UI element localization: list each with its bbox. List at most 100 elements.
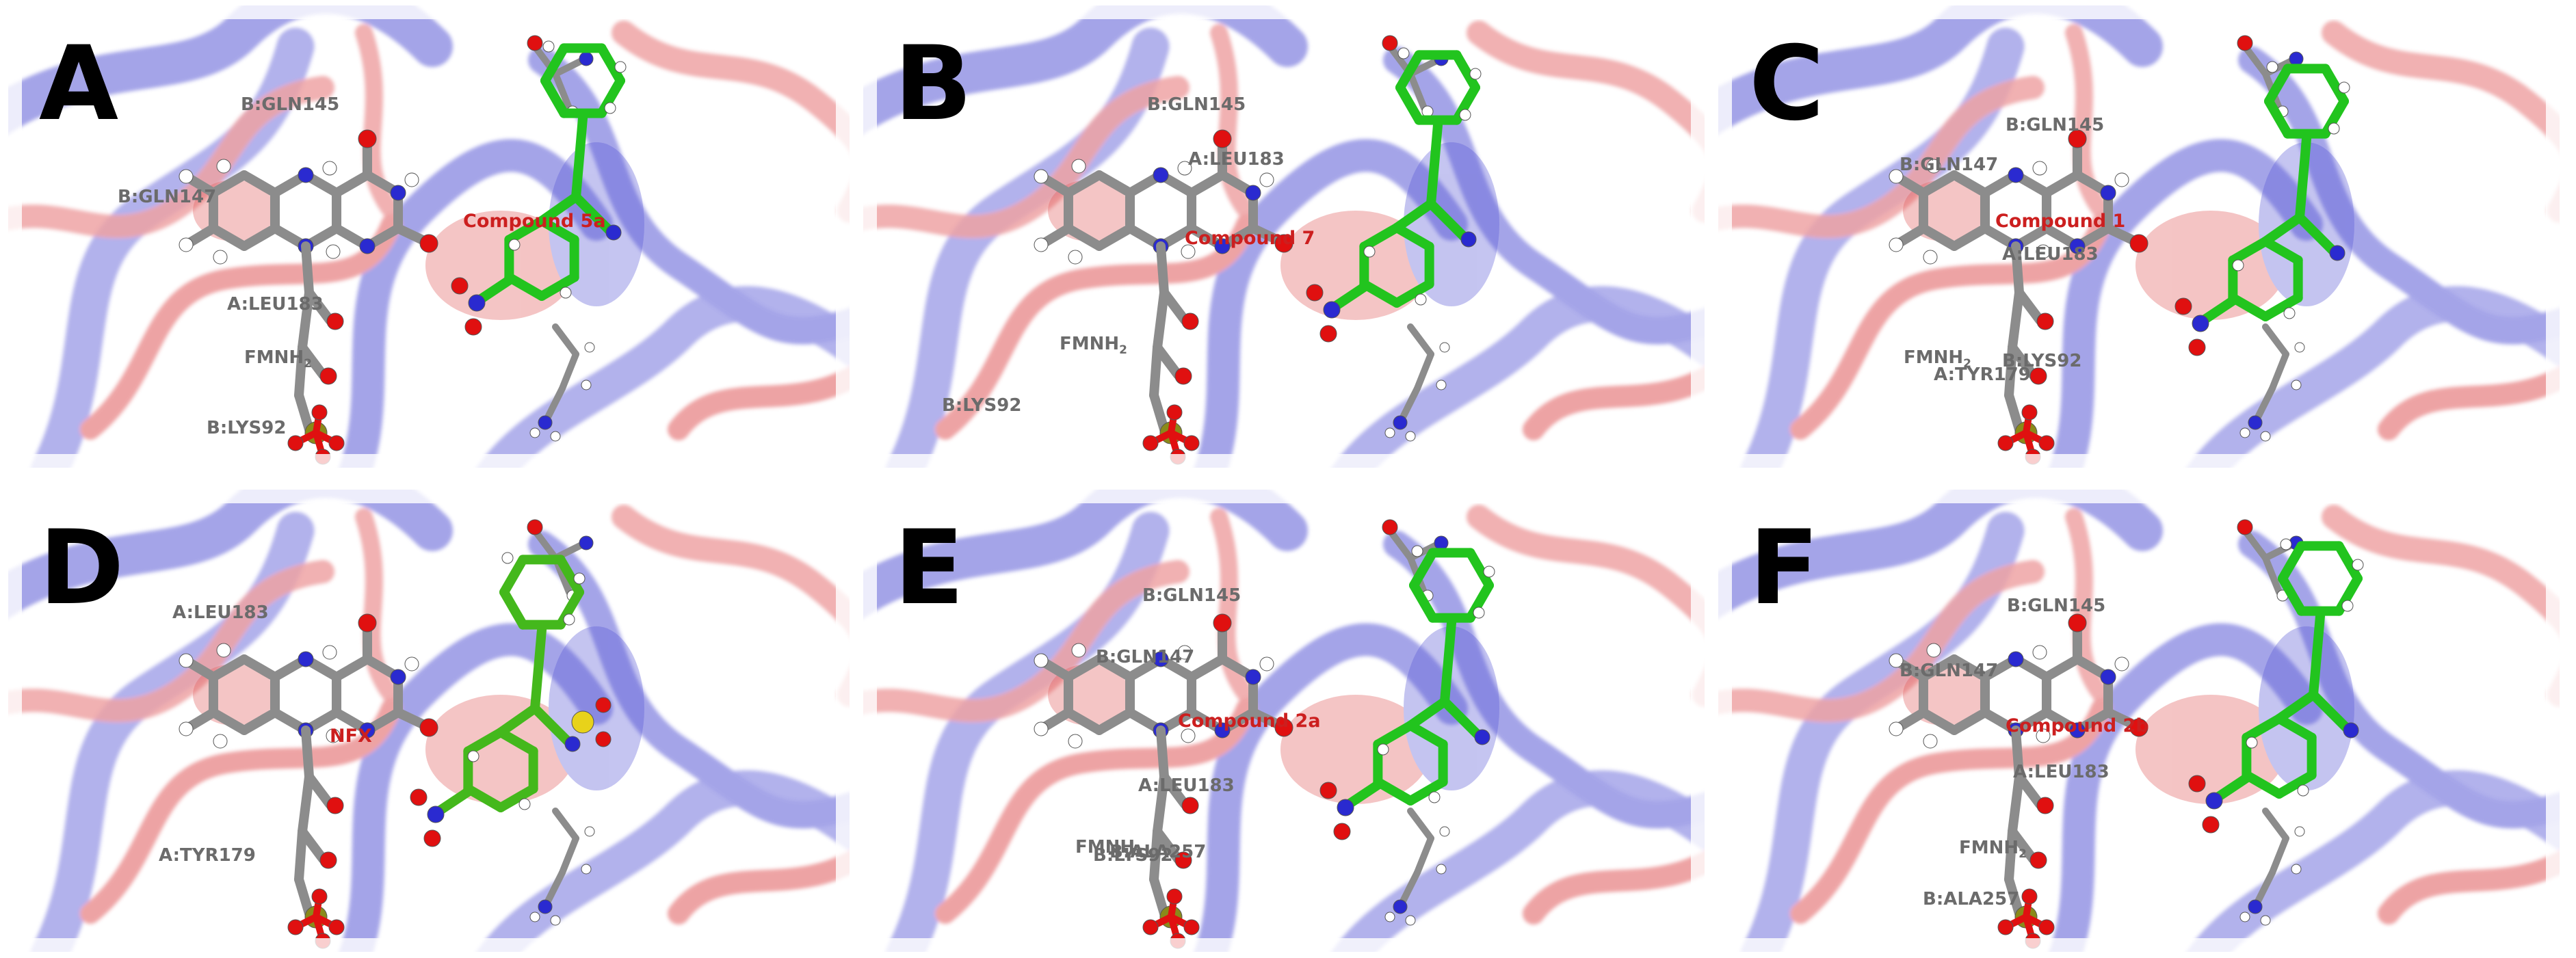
bond [2004, 875, 2024, 918]
bond [1186, 170, 1227, 198]
atom [216, 643, 231, 658]
atom [2283, 307, 2296, 319]
atom [1474, 729, 1490, 745]
residue-label: B:GLN147 [1900, 155, 1999, 175]
bond [294, 390, 314, 434]
atom [1923, 734, 1938, 749]
bond [1949, 708, 1990, 735]
bond [1407, 808, 1434, 842]
atom [2174, 297, 2192, 315]
atom [1393, 899, 1408, 914]
atom [326, 312, 344, 330]
atom [2021, 404, 2038, 421]
pocket-blob [1280, 695, 1431, 804]
bond [1426, 120, 1443, 209]
ribbon [339, 139, 613, 468]
atom [1459, 109, 1471, 121]
bond [331, 654, 372, 682]
atom [1889, 653, 1904, 668]
atom [2232, 259, 2244, 271]
bond [239, 224, 280, 251]
atom [328, 919, 345, 935]
atom [1068, 734, 1083, 749]
bond [2242, 527, 2269, 561]
bond [1094, 654, 1135, 682]
ligand-molecule [2174, 61, 2350, 356]
bond [2262, 555, 2283, 596]
ribbon [1523, 850, 1705, 924]
residue-sticks [1382, 519, 1450, 926]
bond [1407, 57, 1441, 77]
residue-label: B:LYS92 [942, 395, 1022, 416]
atom [1997, 919, 2014, 935]
atom [2248, 899, 2263, 914]
ligand-molecule [410, 552, 612, 847]
bond [1465, 548, 1494, 590]
atom [1245, 185, 1261, 201]
atom [2100, 185, 2116, 201]
bond [496, 728, 538, 756]
bond [1918, 224, 1959, 251]
protein-ribbons [8, 5, 850, 468]
bond [2041, 170, 2082, 198]
atom [311, 404, 328, 421]
ligand-molecule [451, 40, 627, 336]
residue-label: A:TYR179 [159, 845, 256, 866]
bond [1063, 170, 1104, 198]
ribbon [2238, 46, 2560, 345]
atom [179, 721, 194, 736]
bond [1918, 654, 1959, 682]
atom [2246, 736, 2258, 749]
bond [2274, 690, 2318, 723]
residue-label: A:TYR179 [1934, 364, 2031, 385]
pocket-blob [2259, 626, 2354, 790]
atom [2294, 826, 2305, 837]
residue-label: B:LYS92 [207, 418, 287, 438]
bond [1407, 323, 1434, 358]
bond [1153, 772, 1169, 836]
atom [1434, 535, 1449, 550]
bond [1400, 869, 1421, 903]
atom [2021, 888, 2038, 905]
bond [545, 869, 566, 903]
ribbon [2322, 21, 2560, 223]
bond [499, 555, 528, 597]
bond [298, 288, 314, 352]
bond [1149, 343, 1162, 400]
atom [1415, 293, 1427, 306]
atom [1142, 435, 1159, 451]
atom [1177, 161, 1192, 176]
pocket-blob [2135, 211, 2286, 320]
ribbon [1790, 698, 2112, 924]
ribbon [1383, 531, 1705, 829]
bond [1149, 827, 1162, 884]
atom [179, 653, 194, 668]
atom [2289, 51, 2304, 66]
atom [550, 915, 561, 926]
bond [1406, 697, 1449, 730]
atom [2237, 35, 2253, 51]
atom [1214, 722, 1231, 739]
atom [2068, 613, 2087, 633]
atom [410, 788, 428, 806]
atom [1183, 919, 1200, 935]
atom [1259, 172, 1274, 187]
bond [1392, 199, 1436, 232]
bond [239, 170, 280, 198]
bond [1153, 288, 1169, 352]
atom [560, 287, 572, 299]
bond [208, 224, 249, 251]
atom [1439, 342, 1450, 353]
bond [2309, 611, 2325, 700]
residue-sticks [1382, 35, 1450, 442]
compound-label: Compound 2a [1178, 710, 1321, 732]
atom [584, 342, 595, 353]
atom [508, 239, 521, 251]
atom [1306, 284, 1324, 302]
cofactor-label: FMNH2 [1904, 347, 1971, 371]
ribbon [1523, 366, 1705, 440]
atom [1889, 721, 1904, 736]
atom [1428, 791, 1441, 803]
atom [584, 826, 595, 837]
